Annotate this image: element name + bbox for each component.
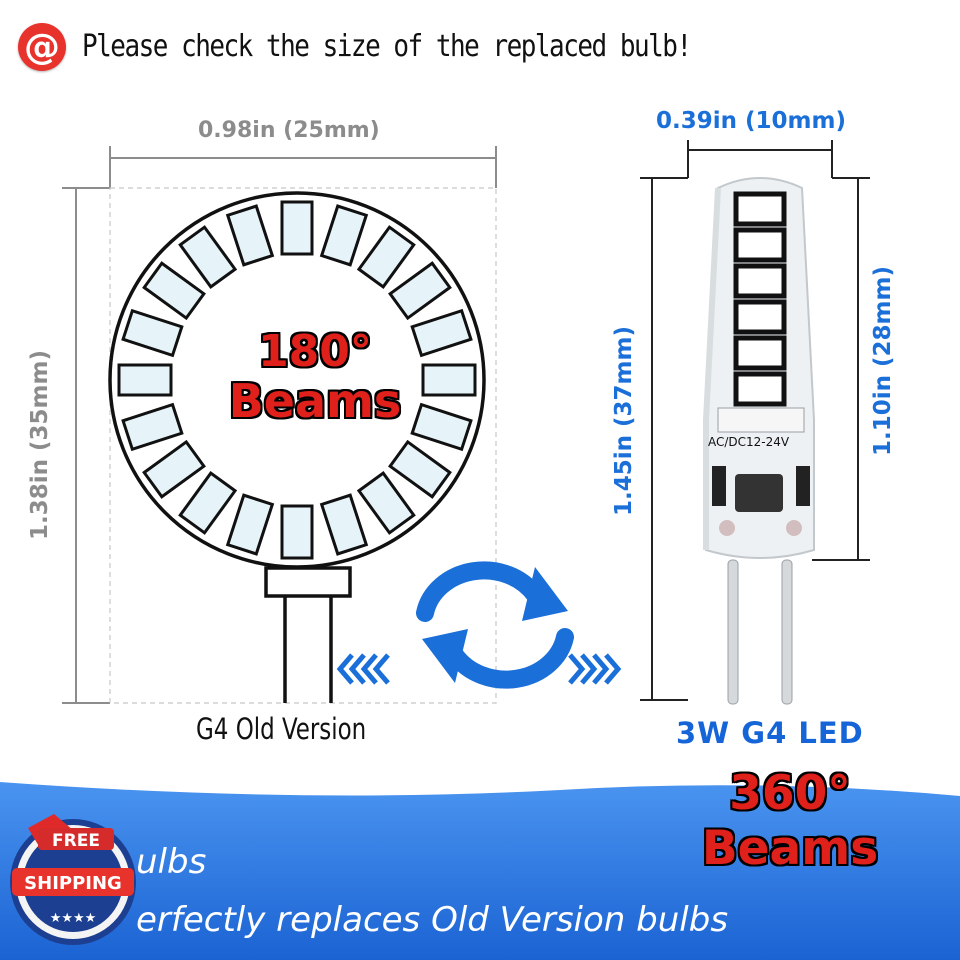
old-bulb-drawing <box>62 146 497 704</box>
led-chip <box>410 308 473 358</box>
old-bulb-caption: G4 Old Version <box>196 712 367 746</box>
led-chip <box>319 493 369 556</box>
new-beams-label: 360° Beams <box>670 770 910 872</box>
at-sign-icon: @ <box>18 23 66 71</box>
free-shipping-badge: FREE SHIPPING ★★★★ <box>10 814 136 945</box>
badge-free: FREE <box>52 831 100 851</box>
led-chip <box>117 363 173 397</box>
led-chip <box>356 225 416 289</box>
badge-shipping: SHIPPING <box>24 873 122 894</box>
led-chip <box>733 299 787 335</box>
led-chip <box>410 402 473 452</box>
new-beams-word: Beams <box>701 821 879 876</box>
badge-stars: ★★★★ <box>50 911 97 926</box>
led-chip <box>225 204 275 267</box>
led-chip <box>733 263 787 299</box>
led-chip <box>733 191 787 227</box>
old-beams-label: 180° Beams <box>200 326 430 428</box>
led-chip <box>225 493 275 556</box>
led-chip <box>421 363 477 397</box>
old-beams-degree: 180° <box>258 326 372 377</box>
chip-text: AC/DC12-24V <box>708 435 790 449</box>
new-beams-degree: 360° <box>729 766 851 821</box>
right-chevrons-icon <box>568 653 622 685</box>
header: @ Please check the size of the replaced … <box>18 22 692 72</box>
left-chevrons-icon <box>336 653 390 685</box>
new-bulb-drawing: AC/DC12-24V <box>640 140 870 705</box>
bottom-band <box>0 782 960 960</box>
led-chip <box>142 439 206 499</box>
old-width-label: 0.98in (25mm) <box>198 118 380 143</box>
old-bulb-led-chips <box>117 200 477 560</box>
led-chip <box>121 402 184 452</box>
led-chip <box>178 225 238 289</box>
led-chip <box>121 308 184 358</box>
header-text: Please check the size of the replaced bu… <box>82 29 692 65</box>
led-chip <box>733 335 787 371</box>
led-chip <box>319 204 369 267</box>
old-bulb-base <box>264 566 352 598</box>
feature-text-1: ulbs <box>136 842 207 882</box>
led-chip <box>280 200 314 256</box>
new-body-height-label: 1.10in (28mm) <box>870 266 896 456</box>
new-bulb-title: 3W G4 LED <box>676 716 864 750</box>
led-chip <box>388 261 452 321</box>
old-height-label: 1.38in (35mm) <box>27 350 53 540</box>
led-chip <box>280 504 314 560</box>
led-chip <box>178 471 238 535</box>
new-total-height-label: 1.45in (37mm) <box>611 326 637 516</box>
led-chip <box>388 439 452 499</box>
led-chip <box>142 261 206 321</box>
refresh-arrows-icon <box>336 561 622 689</box>
led-chip <box>733 227 787 263</box>
new-bulb-led-chips <box>733 191 787 407</box>
led-chip <box>356 471 416 535</box>
led-chip <box>733 371 787 407</box>
old-beams-word: Beams <box>228 374 402 428</box>
feature-text-2: erfectly replaces Old Version bulbs <box>136 900 729 940</box>
new-width-label: 0.39in (10mm) <box>656 108 846 134</box>
